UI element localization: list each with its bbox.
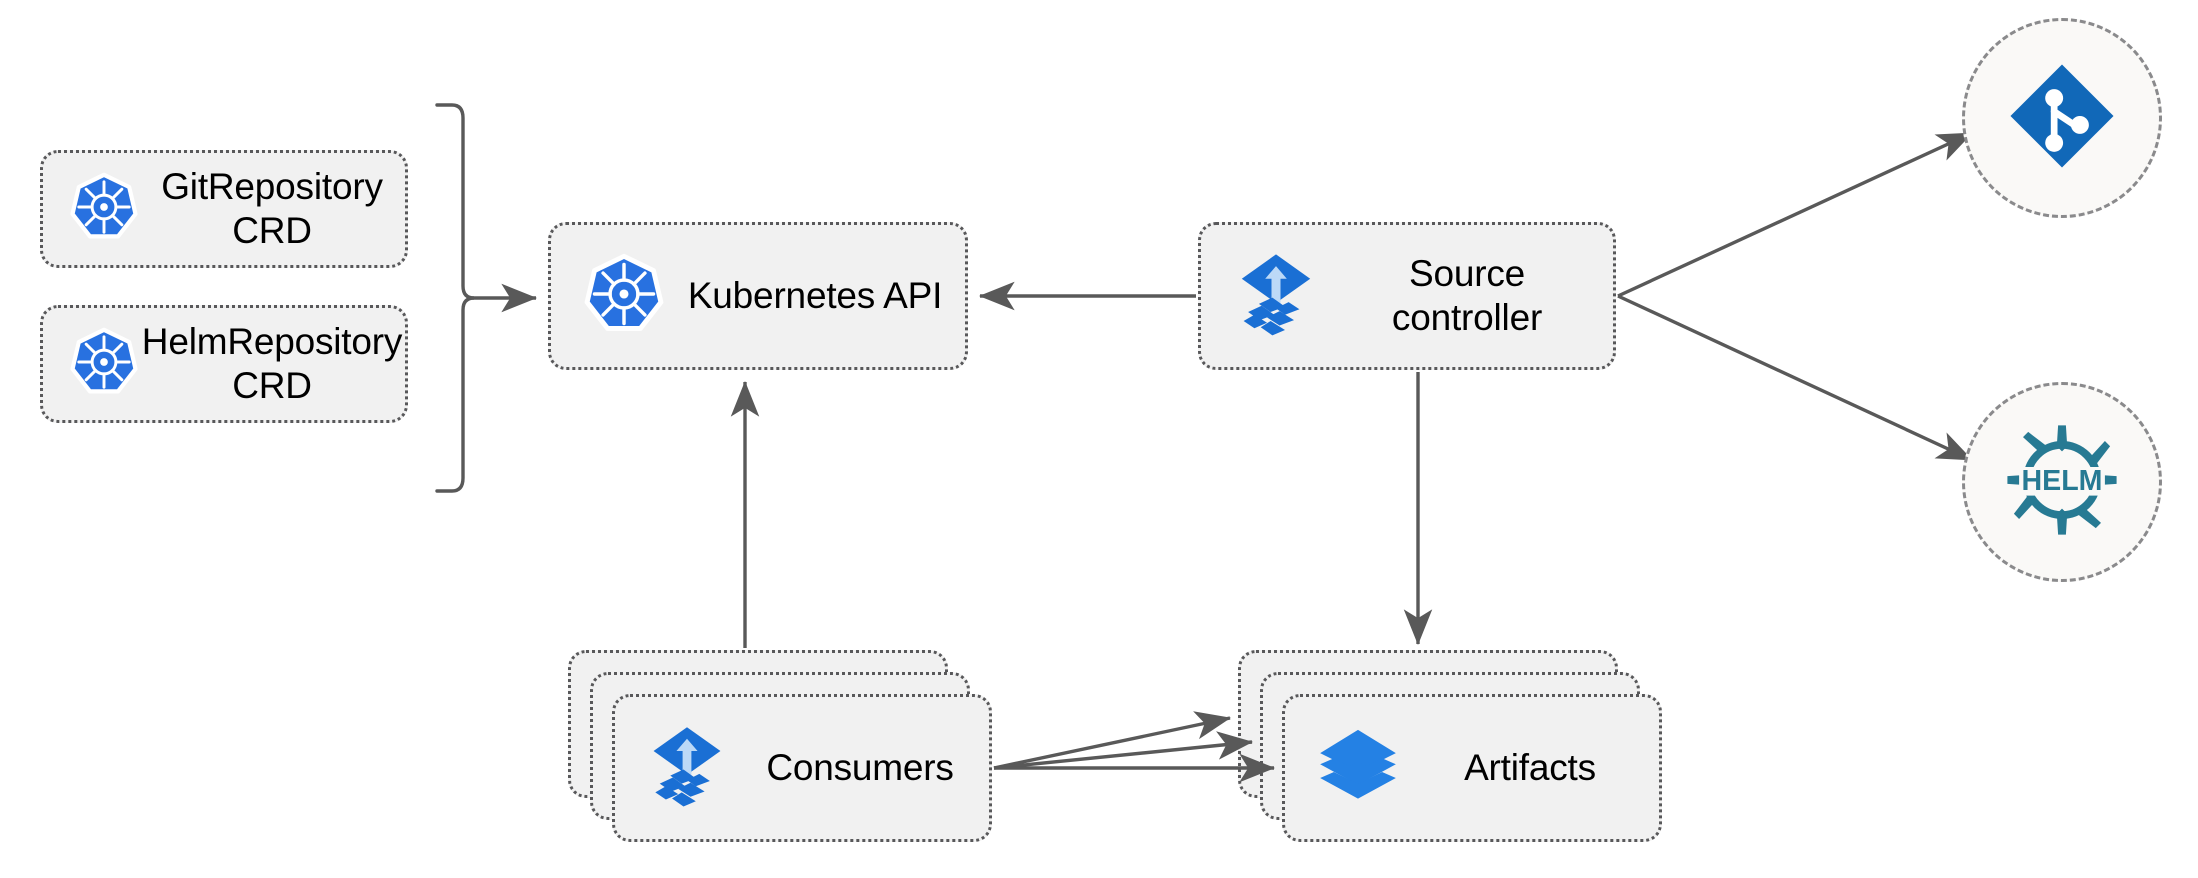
node-gitrepository-crd[interactable]: GitRepository CRD [40,150,408,268]
node-consumers[interactable]: Consumers [612,694,992,842]
kubernetes-icon [583,253,665,340]
node-artifacts[interactable]: Artifacts [1282,694,1662,842]
node-source-controller[interactable]: Source controller [1198,222,1616,370]
node-label: HelmRepository CRD [141,321,403,406]
helm-icon: HELM [1997,415,2127,550]
node-label: Kubernetes API [687,275,943,317]
git-icon [2006,60,2118,177]
wire-source-controller-to-git [1617,131,1973,298]
node-label: Source controller [1391,253,1543,338]
node-git-repository-external[interactable] [1962,18,2162,218]
flux-icon [1231,249,1321,344]
kubernetes-icon [69,172,139,247]
helm-wordmark: HELM [2022,464,2103,496]
crd-bracket [435,103,538,493]
node-label: GitRepository CRD [161,166,383,251]
flux-icon [643,722,731,815]
node-helmrepository-crd[interactable]: HelmRepository CRD [40,305,408,423]
node-kubernetes-api[interactable]: Kubernetes API [548,222,968,370]
node-label: Artifacts [1464,747,1596,789]
node-helm-repository-external[interactable]: HELM [1962,382,2162,582]
wire-source-controller-to-helm [1617,294,1973,462]
wire-consumers-to-artifacts-fan [993,711,1276,783]
node-label: Consumers [766,747,954,789]
kubernetes-icon [69,327,139,402]
layers-icon [1315,723,1401,814]
